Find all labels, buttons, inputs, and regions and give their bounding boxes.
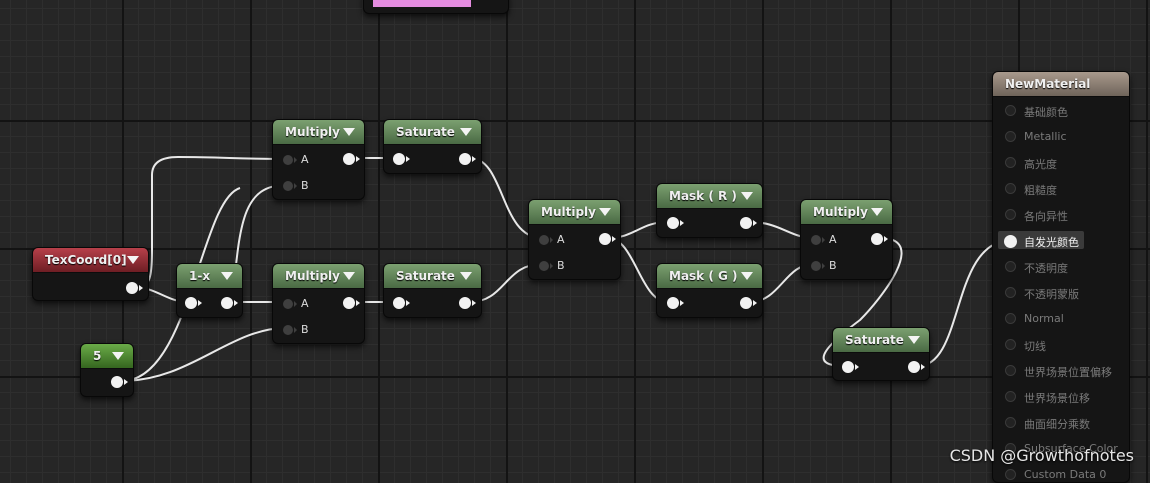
material-input-pin[interactable] [1005,365,1016,376]
mask-g-node[interactable]: Mask ( G ) [656,263,763,318]
node-header[interactable]: Multiply [273,120,364,145]
node-title: Multiply [813,205,868,219]
pin-label-a: A [557,233,565,246]
one-minus-node[interactable]: 1-x [176,263,243,318]
material-input-pin[interactable] [1005,261,1016,272]
saturate-node-2[interactable]: Saturate [383,263,482,318]
material-input-label: 基础颜色 [1024,106,1068,119]
collapse-arrow-icon[interactable] [460,272,472,280]
material-input-label: 曲面细分乘数 [1024,418,1090,431]
material-input-label: 粗糙度 [1024,184,1057,197]
saturate-node-1[interactable]: Saturate [383,119,482,174]
mask-r-node[interactable]: Mask ( R ) [656,183,763,238]
material-input-pin[interactable] [1004,235,1017,248]
texture-preview-node[interactable] [363,0,509,14]
node-title: TexCoord[0] [45,253,127,267]
collapse-arrow-icon[interactable] [741,272,753,280]
collapse-arrow-icon[interactable] [460,128,472,136]
node-header[interactable]: Multiply [273,264,364,289]
pin-label-a: A [829,233,837,246]
material-input-pin[interactable] [1005,391,1016,402]
collapse-arrow-icon[interactable] [908,336,920,344]
multiply-node-1[interactable]: Multiply A B [272,119,365,200]
material-input-pin[interactable] [1005,209,1016,220]
pin-label-b: B [301,323,309,336]
constant-node[interactable]: 5 [80,343,134,397]
node-header[interactable]: TexCoord[0] [33,248,148,273]
node-header[interactable]: Saturate [833,328,929,353]
node-title: Multiply [541,205,596,219]
collapse-arrow-icon[interactable] [871,208,883,216]
node-header[interactable]: 5 [81,344,133,369]
collapse-arrow-icon[interactable] [112,352,124,360]
texcoord-node[interactable]: TexCoord[0] [32,247,149,301]
material-input-pin[interactable] [1005,339,1016,350]
node-title: NewMaterial [1005,77,1091,91]
node-title: Mask ( G ) [669,269,738,283]
collapse-arrow-icon[interactable] [741,192,753,200]
node-title: Mask ( R ) [669,189,737,203]
wire [177,156,287,160]
material-input-pin[interactable] [1005,131,1016,142]
material-input-label: Normal [1024,312,1064,325]
material-output-node[interactable]: NewMaterial 基础颜色 Metallic 高光度粗糙度各向异性自发光颜色不… [992,71,1130,483]
collapse-arrow-icon[interactable] [127,256,139,264]
material-input-label: 世界场景位移 [1024,392,1090,405]
node-header[interactable]: Mask ( R ) [657,184,762,209]
material-input-label: 世界场景位置偏移 [1024,366,1112,379]
node-title: Saturate [845,333,904,347]
material-input-label: 自发光颜色 [1024,236,1079,249]
node-header[interactable]: Multiply [529,200,620,225]
collapse-arrow-icon[interactable] [599,208,611,216]
node-header[interactable]: Saturate [384,264,481,289]
material-input-pin[interactable] [1005,105,1016,116]
material-input-label: 切线 [1024,340,1046,353]
watermark: CSDN @Growthofnotes [949,446,1134,465]
node-header[interactable]: Mask ( G ) [657,264,762,289]
material-input-pin[interactable] [1005,157,1016,168]
material-input-pin[interactable] [1005,469,1016,480]
pin-label-b: B [829,259,837,272]
material-input-pin[interactable] [1005,417,1016,428]
node-header[interactable]: NewMaterial [993,72,1129,97]
multiply-node-2[interactable]: Multiply A B [272,263,365,344]
material-input-pin[interactable] [1005,443,1016,454]
pin-label-b: B [301,179,309,192]
material-input-label: Metallic [1024,130,1067,143]
saturate-node-3[interactable]: Saturate [832,327,930,381]
material-input-highlight [998,231,1084,249]
wire [121,327,287,382]
material-input-label: Subsurface Color [1024,442,1118,455]
node-title: Saturate [396,269,455,283]
node-header[interactable]: Multiply [801,200,892,225]
collapse-arrow-icon[interactable] [221,272,233,280]
material-input-label: 不透明度 [1024,262,1068,275]
node-header[interactable]: Saturate [384,120,481,145]
material-input-label: 不透明蒙版 [1024,288,1079,301]
node-title: 5 [93,349,102,363]
collapse-arrow-icon[interactable] [343,128,355,136]
material-input-label: 各向异性 [1024,210,1068,223]
node-title: Multiply [285,125,340,139]
pin-label-a: A [301,153,309,166]
multiply-node-4[interactable]: Multiply A B [800,199,893,280]
pin-label-a: A [301,297,309,310]
material-input-label: 高光度 [1024,158,1057,171]
material-input-pin[interactable] [1005,183,1016,194]
material-input-pin[interactable] [1005,287,1016,298]
material-input-pin[interactable] [1005,313,1016,324]
node-header[interactable]: 1-x [177,264,242,289]
material-input-label: Custom Data 0 [1024,468,1107,481]
node-title: 1-x [189,269,211,283]
collapse-arrow-icon[interactable] [343,272,355,280]
pin-label-b: B [557,259,565,272]
multiply-node-3[interactable]: Multiply A B [528,199,621,280]
node-title: Saturate [396,125,455,139]
node-title: Multiply [285,269,340,283]
texture-preview-swatch [373,0,471,7]
